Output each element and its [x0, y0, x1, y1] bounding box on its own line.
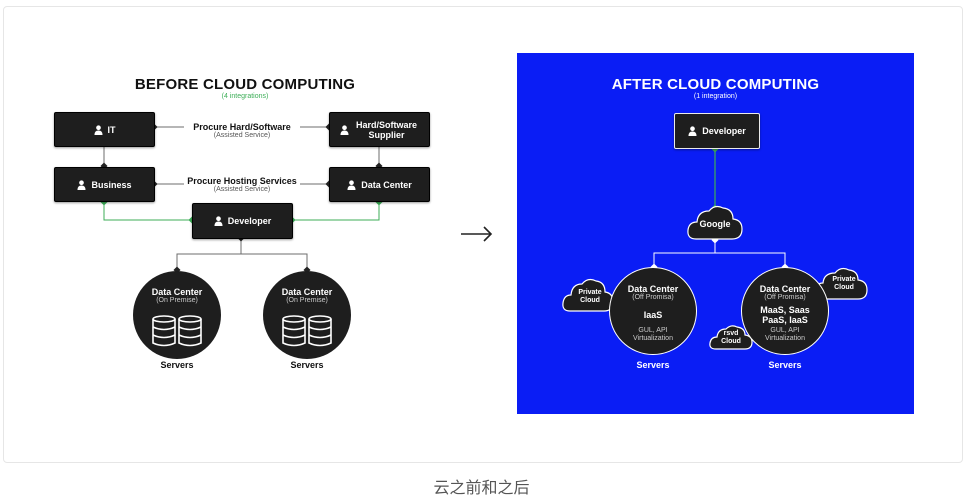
- servers-label-1: Servers: [636, 360, 670, 370]
- person-icon: [93, 124, 103, 135]
- developer-label: Developer: [702, 126, 746, 136]
- person-icon: [214, 216, 223, 226]
- datacenter-onprem-1: Data Center (On Premise): [133, 271, 221, 359]
- database-icon: [282, 315, 332, 347]
- developer-node: Developer: [192, 203, 293, 239]
- datacenter-onprem-2: Data Center (On Premise): [263, 271, 351, 359]
- after-title: AFTER CLOUD COMPUTING: [611, 76, 820, 93]
- procure-hardware-label: Procure Hard/Software (Assisted Service): [172, 122, 312, 139]
- it-label: IT: [107, 124, 116, 135]
- supplier-node: Hard/Software Supplier: [329, 112, 430, 147]
- arrow-right-icon: [461, 226, 493, 242]
- person-icon: [347, 179, 356, 190]
- server-sub: (Off Promisa): [632, 294, 674, 301]
- datacenter-label: Data Center: [361, 179, 412, 190]
- private-cloud-left: Private Cloud: [561, 275, 615, 313]
- server-title: Data Center: [151, 287, 203, 297]
- private-cloud-label: Private Cloud: [578, 289, 602, 304]
- procure-hosting-label: Procure Hosting Services (Assisted Servi…: [172, 176, 312, 193]
- database-icon: [152, 315, 202, 347]
- procure-hosting-title: Procure Hosting Services: [187, 176, 297, 186]
- before-panel: BEFORE CLOUD COMPUTING (4 integrations) …: [50, 60, 440, 420]
- procure-hardware-sub: (Assisted Service): [213, 132, 271, 139]
- servers-label-2: Servers: [290, 360, 324, 370]
- servers-label-1: Servers: [160, 360, 194, 370]
- business-node: Business: [54, 167, 155, 202]
- datacenter-offprem-2: Data Center (Off Promisa) MaaS, Saas Paa…: [741, 267, 829, 355]
- google-cloud: Google: [686, 203, 744, 241]
- private-cloud-right: Private Cloud: [813, 265, 869, 301]
- cloud-icon: [687, 205, 743, 240]
- person-icon: [688, 126, 697, 136]
- figure-caption: 云之前和之后: [433, 478, 530, 497]
- after-panel: AFTER CLOUD COMPUTING (1 integration) De…: [517, 53, 914, 414]
- rsvd-cloud-label: rsvd Cloud: [721, 330, 741, 345]
- procure-hardware-title: Procure Hard/Software: [193, 122, 291, 132]
- server-features: GUL, API Virtualization: [633, 327, 673, 342]
- server-sub: (Off Promisa): [764, 294, 806, 301]
- server-sub: (On Premise): [156, 297, 198, 304]
- server-tech: MaaS, Saas PaaS, IaaS: [760, 305, 810, 325]
- business-label: Business: [91, 179, 132, 190]
- developer-node: Developer: [674, 113, 760, 149]
- server-title: Data Center: [759, 284, 811, 294]
- procure-hosting-sub: (Assisted Service): [213, 186, 271, 193]
- private-cloud-label: Private Cloud: [832, 276, 856, 291]
- developer-label: Developer: [227, 216, 272, 226]
- server-sub: (On Premise): [286, 297, 328, 304]
- rsvd-cloud: rsvd Cloud: [708, 323, 754, 351]
- server-title: Data Center: [627, 284, 679, 294]
- server-tech: IaaS: [643, 310, 663, 320]
- person-icon: [339, 124, 349, 135]
- google-label: Google: [699, 219, 731, 229]
- servers-label-2: Servers: [768, 360, 802, 370]
- server-title: Data Center: [281, 287, 333, 297]
- before-subtitle: (4 integrations): [221, 93, 269, 100]
- supplier-label: Hard/Software Supplier: [355, 119, 417, 140]
- after-subtitle: (1 integration): [693, 93, 738, 100]
- server-features: GUL, API Virtualization: [765, 327, 805, 342]
- cloud-icon: [709, 325, 753, 350]
- person-icon: [77, 179, 87, 190]
- datacenter-node: Data Center: [329, 167, 430, 202]
- it-node: IT: [54, 112, 155, 147]
- datacenter-offprem-1: Data Center (Off Promisa) IaaS GUL, API …: [609, 267, 697, 355]
- before-title: BEFORE CLOUD COMPUTING: [134, 76, 356, 93]
